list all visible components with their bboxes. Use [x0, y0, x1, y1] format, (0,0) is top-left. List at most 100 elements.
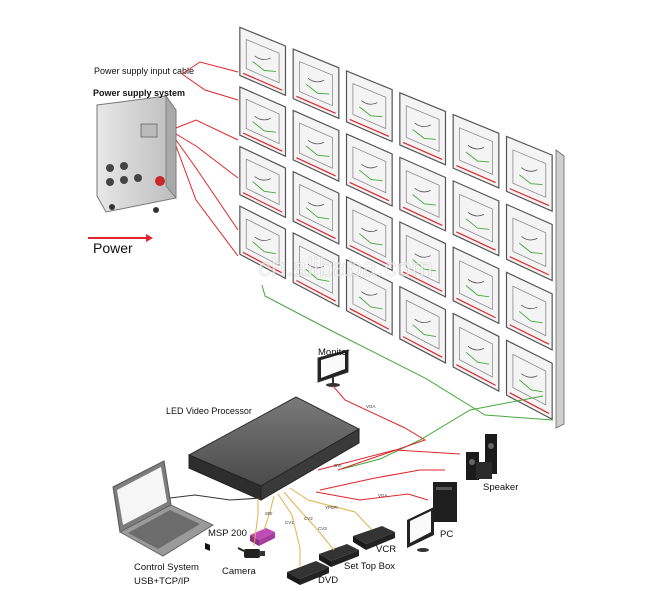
- panel-power-wire: [509, 188, 550, 207]
- panel-handle-icon: [521, 167, 538, 172]
- panel-handle-icon: [414, 188, 431, 193]
- ypbpr-tag: YPbPr: [325, 505, 339, 510]
- panel-data-wire: [359, 233, 383, 246]
- panel-power-wire: [402, 206, 443, 226]
- panel-data-wire: [252, 181, 276, 194]
- led-panel: [292, 48, 340, 120]
- control-system-protocol-label: USB+TCP/IP: [134, 576, 190, 587]
- vga-monitor-tag: VGA: [366, 404, 376, 409]
- panel-data-wire: [465, 285, 490, 298]
- monitor-label: Monitor: [318, 347, 350, 358]
- panel-data-wire: [412, 324, 436, 338]
- panel-handle-icon: [414, 122, 431, 128]
- watermark-text: ch.alibaba.com: [258, 252, 433, 282]
- set-top-box-label: Set Top Box: [344, 561, 395, 572]
- dvi-tag: DVI: [334, 463, 342, 468]
- camera: [237, 547, 265, 558]
- panel-data-wire: [305, 207, 330, 220]
- speaker-label: Speaker: [483, 482, 518, 493]
- led-panel: [399, 91, 447, 166]
- panel-handle-icon: [307, 201, 325, 207]
- panel-data-wire: [305, 83, 330, 95]
- panel-handle-icon: [254, 176, 271, 181]
- led-panel: [399, 156, 447, 232]
- panel-power-wire: [296, 95, 336, 114]
- power-supply-input-cable-label: Power supply input cable: [94, 66, 194, 76]
- led-panel: [452, 113, 500, 189]
- panel-power-wire: [456, 364, 496, 386]
- power-supply-cabinet: [96, 94, 177, 213]
- panel-power-wire: [402, 336, 443, 358]
- led-video-processor: [187, 396, 361, 551]
- cv2-tag: CV2: [304, 516, 313, 521]
- led-panel: [505, 339, 553, 421]
- panel-power-wire: [242, 251, 283, 274]
- panel-data-wire: [359, 106, 383, 118]
- led-panel-module: [405, 169, 440, 218]
- pc-label: PC: [440, 529, 453, 540]
- led-panel: [345, 258, 393, 336]
- panel-handle-icon: [254, 236, 271, 241]
- power-switch-icon: [155, 176, 165, 186]
- led-panel-module: [299, 183, 333, 232]
- led-panel-module: [352, 83, 387, 130]
- panel-power-wire: [296, 218, 336, 240]
- panel-handle-icon: [521, 373, 538, 378]
- led-panel: [345, 132, 393, 207]
- monitor: [317, 349, 349, 387]
- panel-handle-icon: [467, 212, 485, 217]
- led-panel: [239, 26, 287, 97]
- dvd-label: DVD: [318, 575, 338, 586]
- panel-data-wire: [412, 129, 436, 140]
- led-panel-module: [245, 158, 280, 206]
- led-panel-module: [512, 217, 547, 268]
- led-panel: [239, 85, 287, 158]
- panel-data-wire: [359, 296, 383, 310]
- led-panel: [292, 109, 340, 183]
- led-panel-module: [512, 285, 547, 337]
- vcr-cable: [289, 487, 373, 531]
- led-panel: [452, 312, 500, 393]
- panel-data-wire: [305, 145, 330, 157]
- sdi-tag: SDI: [265, 511, 273, 516]
- panel-data-wire: [519, 242, 543, 255]
- signal-cables: [169, 284, 554, 566]
- led-panel-module: [405, 299, 440, 350]
- panel-power-wire: [349, 244, 390, 266]
- panel-power-wire: [509, 256, 550, 276]
- vga-pc-tag: VGA: [378, 493, 388, 498]
- panel-data-wire: [412, 194, 436, 206]
- power-arrow-icon: [146, 234, 153, 242]
- led-wall-side: [555, 149, 565, 429]
- speaker: [466, 434, 497, 480]
- panel-handle-icon: [361, 227, 378, 232]
- led-panel: [505, 135, 553, 213]
- control-system-label: Control System: [134, 562, 199, 573]
- led-panel: [239, 205, 287, 280]
- led-panel-module: [512, 149, 547, 198]
- led-panel-module: [405, 234, 440, 284]
- panel-data-wire: [305, 268, 330, 282]
- panel-handle-icon: [414, 253, 431, 258]
- pc-audio-cable: [319, 469, 445, 491]
- led-panel: [239, 145, 287, 219]
- panel-power-wire: [349, 118, 390, 137]
- led-panel-module: [245, 218, 280, 266]
- led-panel-module: [245, 38, 280, 84]
- panel-power-wire: [242, 192, 283, 213]
- panel-handle-icon: [361, 100, 378, 105]
- led-panel-module: [352, 209, 387, 258]
- data-cable-to-wall-2: [341, 395, 544, 470]
- dvd-cable: [277, 493, 301, 566]
- set-top-box-cable: [283, 491, 335, 551]
- panel-data-wire: [519, 379, 543, 393]
- led-panel: [345, 195, 393, 272]
- speaker-cable: [317, 449, 461, 471]
- vcr: [353, 526, 395, 550]
- panel-handle-icon: [467, 279, 485, 284]
- led-panel: [345, 70, 393, 143]
- led-video-wall: [239, 26, 565, 429]
- msp200-device: [250, 528, 275, 546]
- panel-handle-icon: [307, 263, 325, 269]
